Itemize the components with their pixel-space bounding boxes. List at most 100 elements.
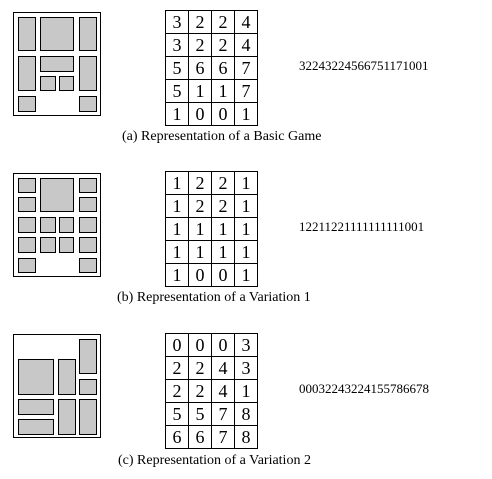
grid-cell: 2 [188,356,212,380]
grid-cell: 2 [211,33,235,57]
grid-cell: 2 [188,194,212,218]
grid-row: 1 0 0 1 [165,102,258,126]
block-large-square [18,359,54,395]
grid-a: 3 2 2 4 3 2 2 4 5 6 6 7 5 1 1 7 1 0 0 1 [165,10,258,126]
grid-cell: 5 [188,402,212,426]
grid-cell: 5 [165,402,189,426]
block-small [59,237,74,253]
block-small [79,237,97,253]
grid-cell: 2 [188,171,212,195]
block-small [79,178,97,193]
grid-cell: 2 [188,10,212,34]
grid-cell: 0 [188,263,212,287]
block-small [79,96,97,112]
grid-cell: 1 [234,102,258,126]
caption-b: (b) Representation of a Variation 1 [117,290,311,305]
grid-cell: 8 [234,425,258,449]
block-vertical [79,56,97,91]
grid-row: 5 1 1 7 [165,79,258,103]
grid-cell: 0 [188,102,212,126]
block-vertical [18,56,36,91]
grid-cell: 6 [211,56,235,80]
grid-cell: 7 [234,56,258,80]
grid-cell: 4 [234,33,258,57]
block-small [59,76,74,91]
grid-row: 5 5 7 8 [165,402,258,426]
block-small [59,217,74,233]
block-vertical [79,17,97,51]
block-vertical [79,339,97,374]
grid-cell: 1 [165,102,189,126]
grid-cell: 2 [211,194,235,218]
grid-cell: 0 [211,102,235,126]
grid-cell: 1 [188,240,212,264]
grid-cell: 6 [165,425,189,449]
grid-cell: 3 [165,33,189,57]
grid-cell: 1 [165,263,189,287]
grid-cell: 3 [234,333,258,357]
block-small [18,178,36,193]
grid-cell: 6 [188,425,212,449]
block-horizontal [18,399,54,415]
sequence-code-c: 00032243224155786678 [299,381,429,396]
block-small [40,76,56,91]
grid-cell: 0 [165,333,189,357]
grid-row: 5 6 6 7 [165,56,258,80]
grid-cell: 1 [234,263,258,287]
block-small [79,217,97,233]
grid-cell: 7 [211,425,235,449]
grid-cell: 1 [234,379,258,403]
grid-cell: 7 [211,402,235,426]
grid-row: 1 2 2 1 [165,194,258,218]
grid-cell: 1 [165,194,189,218]
caption-c: (c) Representation of a Variation 2 [118,453,311,468]
grid-cell: 1 [211,79,235,103]
grid-cell: 7 [234,79,258,103]
grid-cell: 1 [165,171,189,195]
block-small [79,379,97,395]
grid-cell: 1 [211,217,235,241]
grid-cell: 0 [211,263,235,287]
block-vertical [79,399,97,435]
grid-row: 6 6 7 8 [165,425,258,449]
grid-cell: 1 [234,194,258,218]
grid-cell: 1 [188,79,212,103]
sequence-code-b: 12211221111111111001 [299,219,425,234]
grid-b: 1 2 2 1 1 2 2 1 1 1 1 1 1 1 1 1 1 0 0 1 [165,171,258,287]
grid-cell: 2 [165,379,189,403]
caption-a: (a) Representation of a Basic Game [122,129,322,144]
grid-cell: 2 [188,379,212,403]
block-small [18,217,36,233]
grid-cell: 1 [211,240,235,264]
grid-cell: 1 [234,171,258,195]
board-a [13,12,101,116]
grid-cell: 6 [188,56,212,80]
grid-cell: 1 [234,240,258,264]
grid-cell: 1 [188,217,212,241]
block-large-square [40,178,74,212]
block-small [40,237,56,253]
grid-row: 1 1 1 1 [165,217,258,241]
block-vertical [58,359,76,395]
block-horizontal [18,419,54,435]
grid-row: 1 0 0 1 [165,263,258,287]
board-b [13,173,101,277]
grid-cell: 3 [165,10,189,34]
block-small [18,258,36,273]
block-vertical [18,17,36,51]
grid-row: 2 2 4 3 [165,356,258,380]
grid-cell: 2 [211,171,235,195]
grid-c: 0 0 0 3 2 2 4 3 2 2 4 1 5 5 7 8 6 6 7 8 [165,333,258,449]
grid-cell: 5 [165,56,189,80]
block-large-square [40,17,74,51]
grid-cell: 1 [165,217,189,241]
grid-cell: 4 [211,356,235,380]
grid-cell: 4 [211,379,235,403]
grid-cell: 0 [188,333,212,357]
block-small [79,197,97,212]
block-small [18,237,36,253]
grid-cell: 2 [188,33,212,57]
grid-cell: 2 [211,10,235,34]
grid-cell: 1 [165,240,189,264]
grid-row: 2 2 4 1 [165,379,258,403]
